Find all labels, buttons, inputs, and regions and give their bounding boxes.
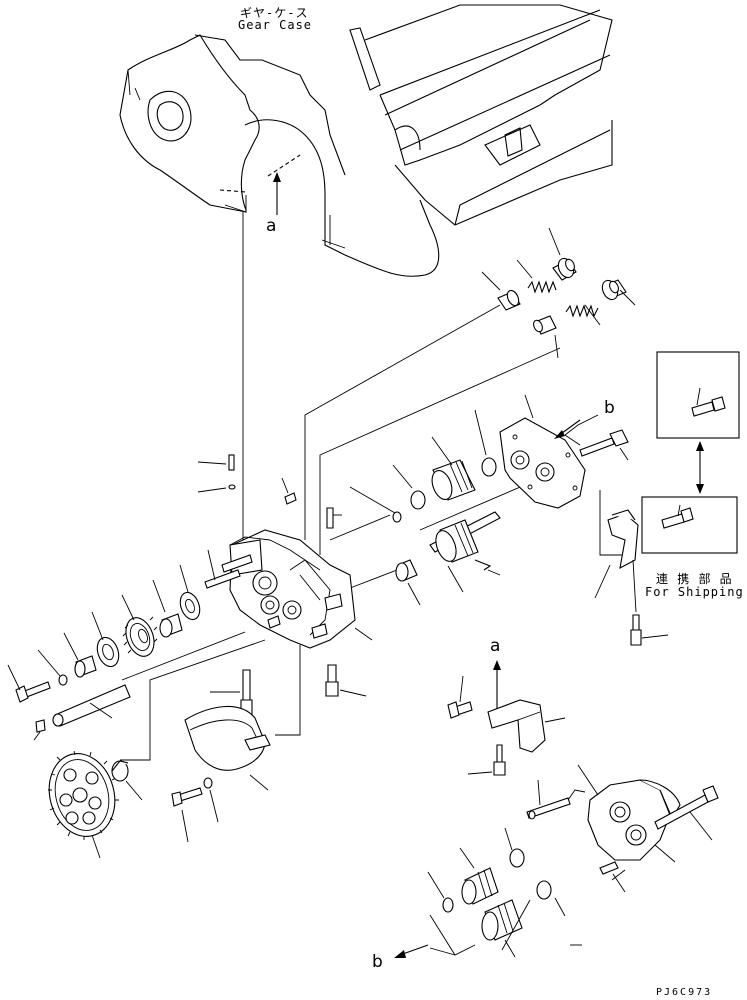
for-shipping-label-jp: 連 携 部 品 <box>656 572 733 586</box>
lower-pump-housing <box>526 764 719 893</box>
drive-shaft-gear <box>395 511 501 606</box>
driven-gear-upper <box>349 409 497 523</box>
arrow-b-lower <box>394 944 456 958</box>
left-gear-train <box>7 549 241 741</box>
relief-valve-parts <box>481 227 636 359</box>
callout-a-lower: a <box>490 636 501 656</box>
cover-bolt <box>579 429 629 461</box>
arrow-a-lower <box>493 660 501 710</box>
shipping-bracket-area <box>594 351 740 646</box>
callout-b-lower: b <box>372 952 383 972</box>
callout-a-upper: a <box>266 216 277 236</box>
strainer-shield <box>184 706 271 791</box>
callout-b-upper: b <box>604 398 615 418</box>
arrow-b-cover <box>554 414 599 446</box>
pump-body <box>221 529 373 649</box>
gear-case-label-jp: ギヤ-ケ-ス <box>240 6 309 20</box>
dowel-pins <box>197 454 342 529</box>
gear-case-label-en: Gear Case <box>238 18 313 32</box>
arrow-a-up <box>273 172 281 215</box>
lower-bracket <box>447 675 566 776</box>
drawing-code: PJ6C973 <box>656 987 713 998</box>
guide-lines <box>120 304 625 761</box>
pump-cover <box>499 394 586 509</box>
for-shipping-label-en: For Shipping <box>645 585 744 599</box>
gear-case-housing <box>119 4 613 277</box>
idler-gear <box>48 750 143 859</box>
lower-gears <box>427 827 626 958</box>
